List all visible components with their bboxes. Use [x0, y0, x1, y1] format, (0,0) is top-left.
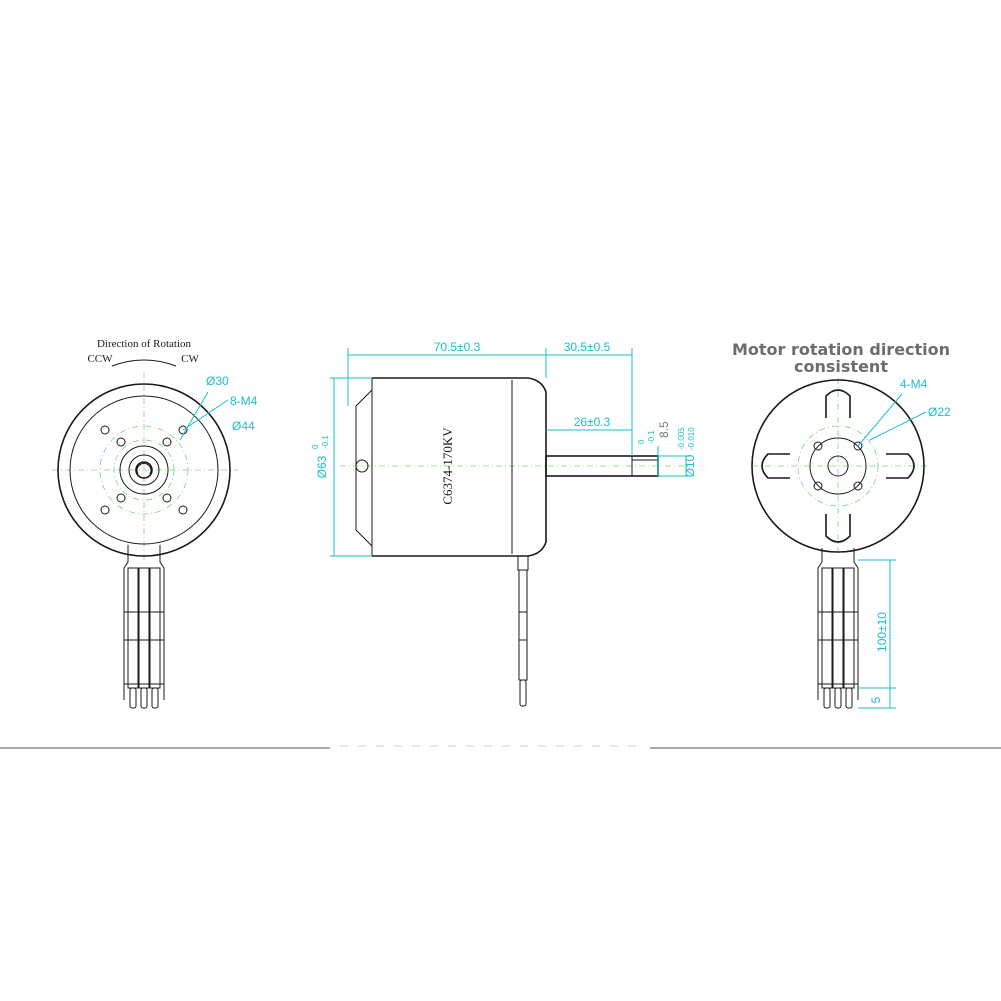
rotation-title: Direction of Rotation	[97, 338, 192, 350]
front-bevel	[355, 389, 373, 547]
ccw-label: CCW	[87, 353, 113, 365]
dim-step-tol-lower: -0.1	[647, 430, 656, 444]
dim-step-group: 8.5 0 -0.1	[637, 421, 671, 444]
rear-mount-holes	[813, 441, 863, 491]
bolt-circle-inner	[113, 439, 175, 501]
dim-mount-holes-rear: 4-M4	[900, 377, 928, 391]
lead-wires-rear	[817, 548, 859, 709]
dim-bolt-circle-rear: Ø22	[928, 405, 951, 419]
leader-mount-holes	[182, 399, 229, 431]
rear-outer-circle	[751, 379, 925, 553]
leader-rear-holes	[857, 393, 903, 447]
rotation-note-line1: Motor rotation direction	[732, 340, 950, 359]
model-label: C6374-170KV	[440, 427, 455, 505]
rear-bolt-circle	[797, 425, 879, 507]
leader-rear-circle	[869, 411, 927, 441]
dim-body-length: 70.5±0.3	[434, 340, 481, 354]
dim-diameter: Ø63	[315, 455, 329, 478]
dim-mount-holes-front: 8-M4	[230, 394, 258, 408]
dim-shaft-total: 30.5±0.5	[564, 340, 611, 354]
front-view: Direction of Rotation CCW CW Ø30 8-M4 Ø4…	[52, 338, 258, 709]
dim-bolt-circle-outer: Ø44	[232, 419, 255, 433]
rear-hub-circle	[809, 437, 867, 495]
mount-holes-inner	[116, 437, 172, 503]
dim-shaft-diameter-group: Ø10 -0.005 -0.010	[677, 427, 697, 478]
bolt-circle-outer	[99, 425, 189, 515]
screw-head	[355, 459, 369, 473]
dim-lines-side	[330, 348, 690, 557]
shaft-circle	[135, 461, 153, 479]
dim-shaft-tol-upper: -0.005	[677, 427, 686, 450]
motor-can	[372, 377, 547, 557]
motor-outer-circle	[57, 383, 231, 557]
dim-diameter-group: Ø63 0 -0.1	[311, 435, 330, 479]
dim-shaft-diameter: Ø10	[683, 454, 697, 477]
rotation-arc	[111, 359, 177, 367]
mount-holes-outer	[100, 425, 188, 515]
dim-diameter-tol-upper: 0	[311, 444, 320, 449]
hub-circle	[119, 445, 169, 495]
dim-lead-length: 100±10	[875, 612, 889, 652]
cw-label: CW	[181, 353, 199, 365]
dim-shaft-tol-lower: -0.010	[687, 427, 696, 450]
rear-shaft-circle	[827, 455, 849, 477]
cross-mount-arms	[761, 389, 915, 543]
side-view: C6374-170KV 70.5±0.3 30.5±0.5 26±0.3 Ø63…	[311, 340, 697, 707]
dim-lead-tip: 5	[869, 696, 883, 703]
circlip	[136, 462, 152, 475]
rotation-note-line2: consistent	[794, 357, 888, 376]
leader-bolt-circle	[179, 391, 209, 441]
rear-view: Motor rotation direction consistent	[732, 340, 951, 709]
dim-shaft-length: 26±0.3	[574, 415, 611, 429]
dim-step: 8.5	[657, 421, 671, 438]
bearing-circle	[128, 454, 160, 486]
dim-bolt-circle-inner: Ø30	[206, 374, 229, 388]
dim-step-tol-upper: 0	[637, 439, 646, 444]
baseline	[0, 745, 1001, 749]
lead-wires-front	[123, 545, 165, 709]
lead-wire-side	[517, 555, 529, 707]
motor-rim-circle	[69, 395, 219, 545]
dim-diameter-tol-lower: -0.1	[321, 435, 330, 449]
